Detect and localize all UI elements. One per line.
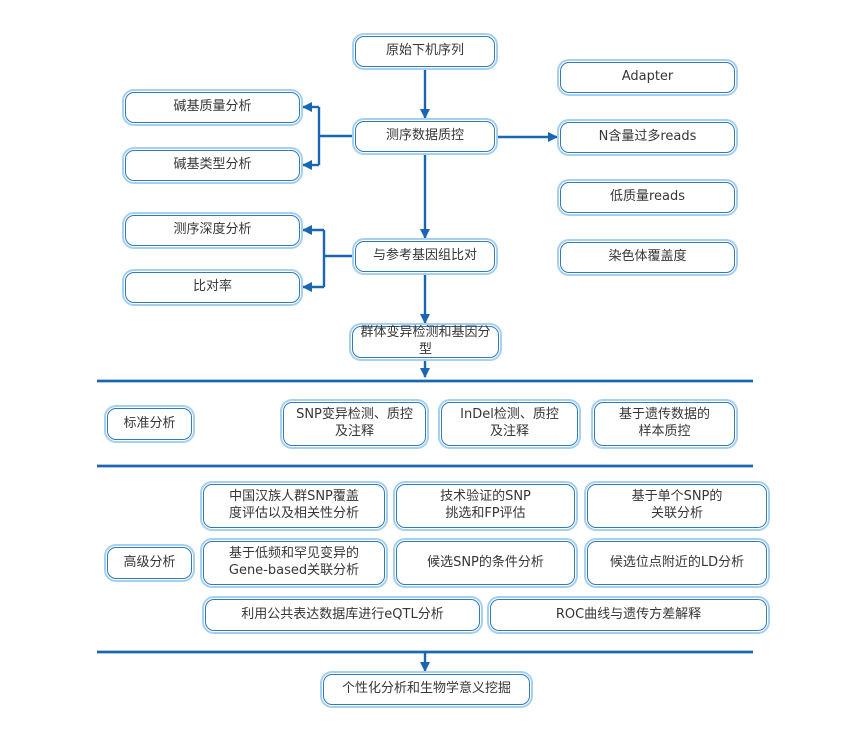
node-sequencing-depth-analysis: 测序深度分析 xyxy=(125,215,300,246)
node-high-n-reads: N含量过多reads xyxy=(560,122,735,153)
node-sequencing-qc-label: 测序数据质控 xyxy=(385,128,464,144)
standard-section-label-text: 标准分析 xyxy=(123,415,176,431)
node-ld-analysis: 候选位点附近的LD分析 xyxy=(587,541,767,585)
node-snp-fp-evaluation-label: 技术验证的SNP 挑选和FP评估 xyxy=(440,489,531,521)
node-indel-detection-label: InDel检测、质控 及注释 xyxy=(460,407,559,439)
node-alignment-rate: 比对率 xyxy=(125,272,300,303)
node-base-quality-analysis-label: 碱基质量分析 xyxy=(173,99,252,115)
node-roc-heritability: ROC曲线与遗传方差解释 xyxy=(490,599,767,631)
node-adapter-label: Adapter xyxy=(621,69,674,85)
node-sequencing-qc: 测序数据质控 xyxy=(355,121,495,152)
advanced-section-label-text: 高级分析 xyxy=(123,554,176,570)
node-base-type-analysis-label: 碱基类型分析 xyxy=(173,157,252,173)
node-eqtl-analysis: 利用公共表达数据库进行eQTL分析 xyxy=(205,599,480,631)
node-conditional-analysis-label: 候选SNP的条件分析 xyxy=(427,554,544,570)
node-alignment-rate-label: 比对率 xyxy=(192,279,232,295)
node-han-snp-coverage: 中国汉族人群SNP覆盖 度评估以及相关性分析 xyxy=(203,484,385,528)
node-roc-heritability-label: ROC曲线与遗传方差解释 xyxy=(555,606,702,622)
node-low-quality-reads-label: 低质量reads xyxy=(609,189,686,205)
node-align-to-reference-label: 与参考基因组比对 xyxy=(372,248,477,264)
node-snp-detection-label: SNP变异检测、质控 及注释 xyxy=(296,407,413,439)
node-personalized-analysis-label: 个性化分析和生物学意义挖掘 xyxy=(341,681,511,697)
node-chromosome-coverage-label: 染色体覆盖度 xyxy=(608,249,687,265)
node-chromosome-coverage: 染色体覆盖度 xyxy=(560,242,735,273)
node-han-snp-coverage-label: 中国汉族人群SNP覆盖 度评估以及相关性分析 xyxy=(228,489,359,521)
node-adapter: Adapter xyxy=(560,62,735,93)
node-ld-analysis-label: 候选位点附近的LD分析 xyxy=(609,554,745,570)
node-population-variant-calling: 群体变异检测和基因分型 xyxy=(352,325,499,358)
node-sample-qc-label: 基于遗传数据的 样本质控 xyxy=(618,407,710,439)
node-single-snp-association: 基于单个SNP的 关联分析 xyxy=(587,484,767,528)
node-low-quality-reads: 低质量reads xyxy=(560,182,735,213)
node-base-type-analysis: 碱基类型分析 xyxy=(125,150,300,181)
standard-section-label: 标准分析 xyxy=(107,408,192,440)
node-snp-detection: SNP变异检测、质控 及注释 xyxy=(283,402,426,446)
advanced-section-label: 高级分析 xyxy=(107,547,192,579)
node-raw-sequence-label: 原始下机序列 xyxy=(385,43,464,59)
node-conditional-analysis: 候选SNP的条件分析 xyxy=(396,541,575,585)
node-align-to-reference: 与参考基因组比对 xyxy=(355,241,495,272)
node-high-n-reads-label: N含量过多reads xyxy=(598,129,697,145)
node-gene-based-association-label: 基于低频和罕见变异的 Gene-based关联分析 xyxy=(228,546,360,578)
node-population-variant-calling-label: 群体变异检测和基因分型 xyxy=(360,325,491,357)
node-personalized-analysis: 个性化分析和生物学意义挖掘 xyxy=(323,674,530,705)
node-gene-based-association: 基于低频和罕见变异的 Gene-based关联分析 xyxy=(203,541,385,585)
node-sequencing-depth-analysis-label: 测序深度分析 xyxy=(173,222,252,238)
node-single-snp-association-label: 基于单个SNP的 关联分析 xyxy=(631,489,723,521)
node-indel-detection: InDel检测、质控 及注释 xyxy=(441,402,578,446)
node-snp-fp-evaluation: 技术验证的SNP 挑选和FP评估 xyxy=(396,484,575,528)
node-eqtl-analysis-label: 利用公共表达数据库进行eQTL分析 xyxy=(241,606,444,622)
node-base-quality-analysis: 碱基质量分析 xyxy=(125,92,300,123)
node-raw-sequence: 原始下机序列 xyxy=(355,36,495,67)
node-sample-qc: 基于遗传数据的 样本质控 xyxy=(594,402,735,446)
